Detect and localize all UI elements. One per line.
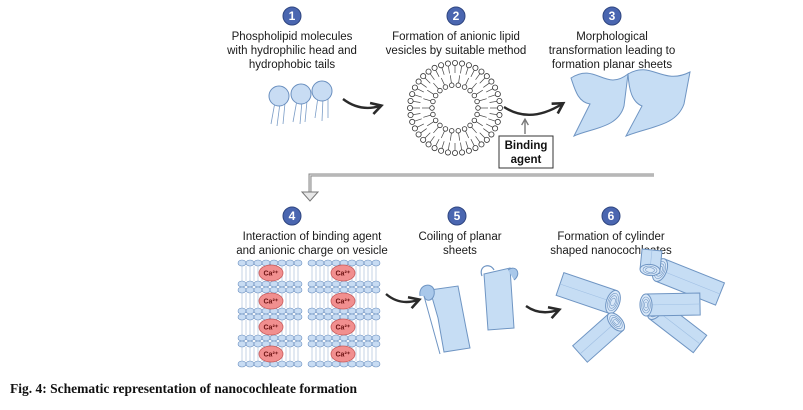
planar-sheets-illustration — [570, 69, 691, 138]
step-number-badge — [446, 6, 466, 26]
binding-agent-box: Binding agent — [498, 135, 554, 169]
calcium-label: Ca²⁺ — [336, 352, 351, 359]
arrow-step1-to-step2 — [342, 98, 384, 115]
row-connector — [300, 173, 654, 202]
calcium-ion — [330, 292, 356, 310]
step-number-badge — [447, 206, 467, 226]
arrow-step2-to-step3 — [503, 101, 566, 117]
step-caption-line: Formation of anionic lipid — [392, 31, 520, 43]
calcium-label: Ca²⁺ — [264, 299, 279, 306]
calcium-label: Ca²⁺ — [336, 271, 351, 278]
phospholipid-molecules-illustration — [268, 80, 333, 127]
calcium-ion — [258, 264, 284, 282]
step-caption-line: Phospholipid molecules — [232, 31, 353, 43]
step-caption-line: Coiling of planar — [418, 231, 501, 243]
binding-agent-line-1: Binding — [505, 140, 548, 152]
calcium-label: Ca²⁺ — [264, 325, 279, 332]
step-number: 2 — [453, 9, 460, 23]
step-caption-line: and anionic charge on vesicle — [236, 245, 388, 257]
calcium-ion — [330, 345, 356, 363]
calcium-ion — [330, 264, 356, 282]
step-number: 3 — [609, 9, 616, 23]
step-number: 1 — [289, 9, 296, 23]
step-caption-line: with hydrophilic head and — [226, 45, 357, 57]
step-number-badge — [282, 6, 302, 26]
nanocochleates-illustration — [555, 248, 726, 363]
coiling-sheets-illustration — [419, 265, 519, 355]
step-number-badge — [602, 6, 622, 26]
step-caption-line: sheets — [443, 245, 477, 257]
calcium-label: Ca²⁺ — [336, 299, 351, 306]
calcium-ion — [258, 345, 284, 363]
step-caption-line: Formation of cylinder — [557, 231, 665, 243]
calcium-ion — [258, 318, 284, 336]
step-caption-line: hydrophobic tails — [249, 59, 336, 71]
step-number-badge — [601, 206, 621, 226]
calcium-ion — [258, 292, 284, 310]
step-caption-line: Morphological — [576, 31, 648, 43]
step-caption-line: Interaction of binding agent — [243, 231, 383, 243]
step-caption-line: vesicles by suitable method — [386, 45, 527, 57]
lipid-vesicle-illustration — [406, 60, 503, 156]
step-number-badge — [282, 206, 302, 226]
step-number: 6 — [608, 209, 615, 223]
arrow-step5-to-step6 — [525, 305, 562, 320]
calcium-label: Ca²⁺ — [264, 271, 279, 278]
step-caption-line: transformation leading to — [549, 45, 676, 57]
step-caption-line: formation planar sheets — [552, 59, 672, 71]
figure-caption: Fig. 4: Schematic representation of nano… — [10, 381, 358, 396]
step-number: 4 — [289, 209, 296, 223]
calcium-ion — [330, 318, 356, 336]
calcium-label: Ca²⁺ — [264, 352, 279, 359]
arrow-step4-to-step5 — [385, 293, 422, 310]
calcium-label: Ca²⁺ — [336, 325, 351, 332]
step-number: 5 — [454, 209, 461, 223]
binding-agent-line-2: agent — [511, 154, 542, 166]
bilayer-calcium-illustration: Ca²⁺ Ca²⁺ Ca²⁺ Ca²⁺ Ca²⁺ Ca²⁺ Ca²⁺ Ca²⁺ — [237, 259, 381, 368]
